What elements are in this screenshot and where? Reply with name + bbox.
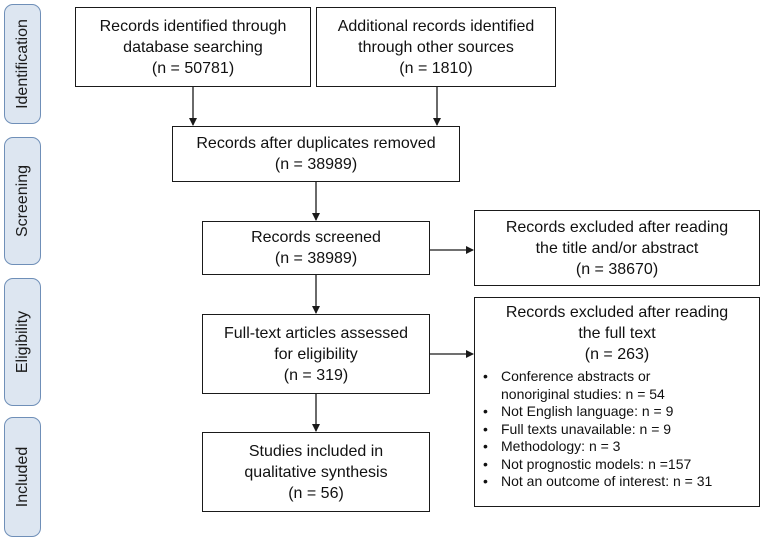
phase-eligibility: Eligibility xyxy=(4,278,41,406)
exclusion-reason: Not English language: n = 9 xyxy=(475,403,759,421)
box-count: (n = 38989) xyxy=(274,156,358,173)
box-duplicates-removed: Records after duplicates removed (n = 38… xyxy=(172,126,460,182)
exclusion-reason: Full texts unavailable: n = 9 xyxy=(475,421,759,439)
box-text-line: the full text xyxy=(578,325,656,342)
exclusion-reason-text: Methodology: n = 3 xyxy=(501,438,621,454)
exclusion-reason: Conference abstracts or nonoriginal stud… xyxy=(475,368,759,403)
box-text-line: Records identified through xyxy=(99,17,287,35)
exclusion-reason-text: Conference abstracts or xyxy=(501,368,651,384)
box-count: (n = 38670) xyxy=(575,260,659,278)
box-text-line: Additional records identified xyxy=(337,17,535,35)
phase-included: Included xyxy=(4,417,41,537)
box-count: (n = 56) xyxy=(288,484,344,502)
box-text-line: qualitative synthesis xyxy=(244,463,388,481)
box-text-line: Records screened xyxy=(251,229,381,246)
box-text-line: database searching xyxy=(123,38,263,56)
box-text-line: Records excluded after reading xyxy=(505,304,729,321)
phase-identification: Identification xyxy=(4,4,41,124)
exclusion-reason-text: Not prognostic models: n =157 xyxy=(501,455,692,472)
box-other-sources: Additional records identified through ot… xyxy=(316,7,556,87)
exclusion-reason-text: Not English language: n = 9 xyxy=(501,403,674,419)
exclusion-reason-text: nonoriginal studies: n = 54 xyxy=(501,385,665,402)
exclusion-reason: Not an outcome of interest: n = 31 xyxy=(475,473,759,491)
box-text-line: Full-text articles assessed xyxy=(223,324,409,342)
exclusion-reason: Not prognostic models: n =157 xyxy=(475,456,759,474)
box-count: (n = 1810) xyxy=(399,59,473,77)
box-text-line: Studies included in xyxy=(248,442,384,460)
box-count: (n = 50781) xyxy=(151,59,235,77)
box-studies-included: Studies included in qualitative synthesi… xyxy=(202,432,430,512)
box-count: (n = 263) xyxy=(584,346,650,363)
box-text-line: through other sources xyxy=(358,38,514,56)
box-database-records: Records identified through database sear… xyxy=(75,7,311,87)
exclusion-reason: Methodology: n = 3 xyxy=(475,438,759,456)
box-text-line: for eligibility xyxy=(274,345,358,363)
box-count: (n = 319) xyxy=(283,366,349,384)
box-records-screened: Records screened (n = 38989) xyxy=(202,221,430,275)
box-count: (n = 38989) xyxy=(274,250,358,267)
box-text-line: Records excluded after reading xyxy=(505,218,729,236)
box-fulltext-assessed: Full-text articles assessed for eligibil… xyxy=(202,314,430,394)
box-excluded-fulltext: Records excluded after reading the full … xyxy=(474,297,760,507)
box-excluded-abstract: Records excluded after reading the title… xyxy=(474,210,760,286)
phase-screening: Screening xyxy=(4,137,41,265)
exclusion-reasons-list: Conference abstracts or nonoriginal stud… xyxy=(475,368,759,491)
box-text-line: Records after duplicates removed xyxy=(196,135,436,152)
exclusion-reason-text: Not an outcome of interest: n = 31 xyxy=(501,473,713,489)
box-text-line: the title and/or abstract xyxy=(535,239,699,257)
exclusion-reason-text: Full texts unavailable: n = 9 xyxy=(501,420,672,437)
